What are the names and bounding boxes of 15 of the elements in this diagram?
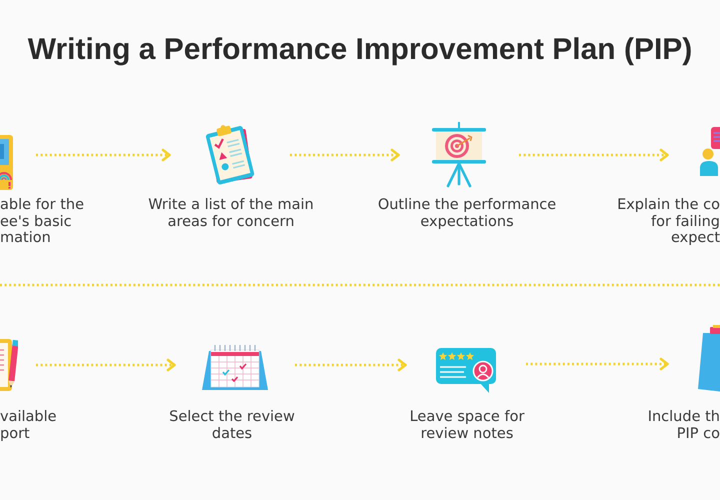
step-caption: vailable port bbox=[0, 409, 58, 442]
step-caption: Include th PIP co bbox=[646, 409, 720, 442]
step-caption: Leave space for review notes bbox=[409, 409, 525, 442]
dotted-arrow bbox=[290, 148, 400, 162]
title: Writing a Performance Improvement Plan (PIP) bbox=[28, 33, 692, 68]
dotted-arrow bbox=[36, 358, 176, 372]
dotted-arrow bbox=[295, 358, 407, 372]
step-caption: Outline the performance expectations bbox=[377, 197, 557, 230]
step-caption: Explain the co for failing expect bbox=[616, 197, 720, 246]
dotted-arrow bbox=[36, 148, 171, 162]
dotted-arrow bbox=[526, 358, 669, 370]
step-caption: Select the review dates bbox=[168, 409, 296, 442]
dotted-arrow bbox=[519, 148, 669, 162]
step-caption: Write a list of the main areas for concern bbox=[148, 197, 314, 230]
step-caption: able for the ee's basic mation bbox=[0, 197, 85, 246]
